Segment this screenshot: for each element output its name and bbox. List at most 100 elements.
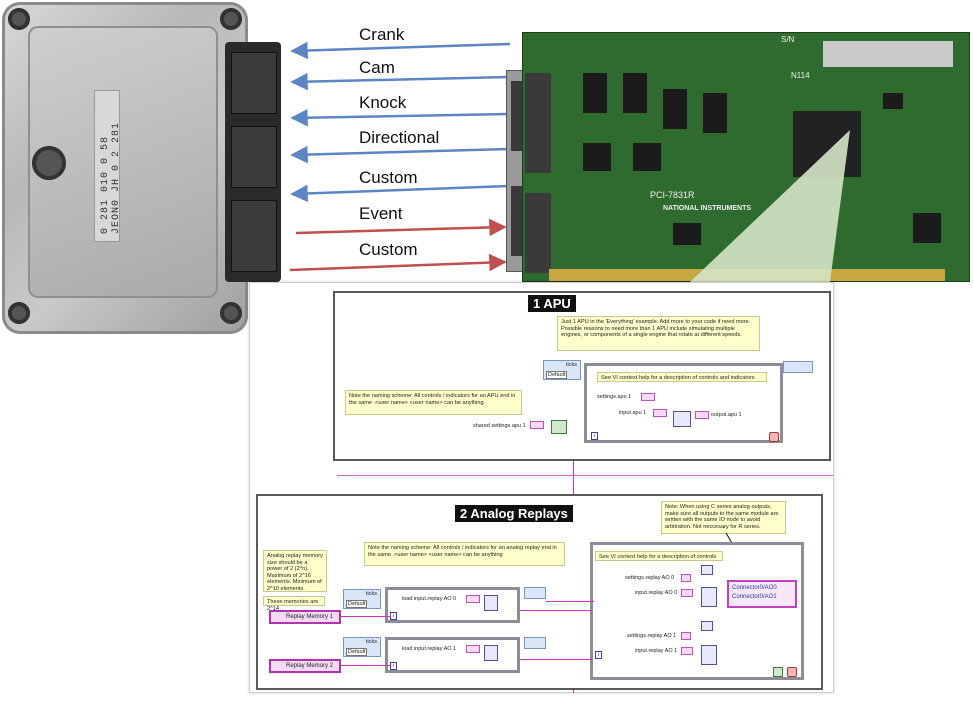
replay-settings-terminal-0: [681, 574, 691, 582]
apu-note-top: Just 1 APU in the 'Everything' example. …: [557, 316, 760, 351]
ic-chip: [623, 73, 647, 113]
replay-loop-tunnel-1: [524, 587, 546, 599]
replay-input-label-0: input.replay AO 0: [635, 590, 678, 596]
ic-chip: [633, 143, 661, 171]
apu-loop-index: i: [591, 432, 599, 440]
ic-chip: [583, 143, 611, 171]
replay-true-constant: [773, 667, 783, 677]
apu-stop-icon: [769, 432, 779, 442]
replay-io-ao0: Connector0/AO0: [732, 585, 777, 591]
replay-loop-index-1: i: [390, 612, 398, 620]
ecu-connector: [225, 42, 281, 282]
replay-ticks-dropdown-1[interactable]: Default: [346, 600, 368, 608]
replay-load-terminal-2: [466, 645, 480, 653]
replay-note-c-series: Note: When using C series analog outputs…: [661, 501, 786, 534]
replay-io-node: Connector0/AO0 Connector0/AO1: [727, 580, 797, 608]
ecu-corner-hole: [220, 302, 242, 324]
replay-wire: [341, 665, 391, 666]
arrow-custom-out: [289, 253, 507, 272]
signal-label-directional: Directional: [359, 128, 440, 147]
replay-note-size: These memories are 2^14: [263, 596, 325, 612]
ic-chip: [703, 93, 727, 133]
shared-wire: [337, 475, 833, 476]
block-diagram: 1 APU Just 1 APU in the 'Everything' exa…: [249, 282, 834, 693]
ecu-housing: 0 281 010 0 58 JEON0 JH 0 2 281: [2, 2, 248, 334]
replay-main-loop-index: i: [595, 651, 603, 659]
ecu-corner-hole: [8, 8, 30, 30]
replay-memory-1: Replay Memory 1: [269, 610, 341, 624]
apu-ticks-dropdown[interactable]: Default: [546, 371, 568, 379]
apu-output-label: output.apu 1: [711, 412, 742, 418]
card-connector: [525, 193, 551, 273]
signal-label-crank: Crank: [359, 25, 405, 44]
card-serial-tag: S/N: [781, 35, 795, 44]
replay-main-loop: See VI context help for a description of…: [590, 542, 804, 680]
card-model: PCI-7831R: [650, 190, 695, 200]
replay-memory-write-2: [484, 645, 498, 661]
apu-feedback-node: [551, 420, 567, 434]
replay-settings-label-1: settings.replay AO 1: [627, 633, 677, 639]
apu-loop-note: See VI context help for a description of…: [597, 372, 767, 382]
signal-label-custom-out: Custom: [359, 240, 418, 259]
replay-input-terminal-0: [681, 589, 693, 597]
replay-loop-index-2: i: [390, 662, 398, 670]
replay-loop-tunnel-2: [524, 637, 546, 649]
replay-loop-1: load input.replay AO 0 i: [385, 587, 520, 623]
replay-input-label-1: input.replay AO 1: [635, 648, 678, 654]
replay-section-title: 2 Analog Replays: [455, 505, 573, 522]
arrow-custom-in: [290, 184, 511, 203]
ecu-mount-hole: [32, 146, 66, 180]
apu-shared-settings-terminal: [530, 421, 544, 429]
signal-label-custom-in: Custom: [359, 168, 418, 187]
replay-note-naming: Note the naming scheme: All controls / i…: [364, 542, 565, 566]
replay-memory-write-1: [484, 595, 498, 611]
ecu-label-plate: [94, 90, 120, 242]
ecu-corner-hole: [8, 302, 30, 324]
replay-ticks-dropdown-2[interactable]: Default: [346, 648, 368, 656]
arrow-event: [295, 218, 507, 237]
ic-chip: [883, 93, 903, 109]
apu-function-node: [673, 411, 691, 427]
replay-ticks-control-1: ticks Default: [343, 589, 381, 609]
replay-load-label-1: load input.replay AO 0: [402, 596, 457, 602]
replay-loop-2: load input.replay AO 1 i: [385, 637, 520, 673]
replay-load-label-2: load input.replay AO 1: [402, 646, 457, 652]
ecu-corner-hole: [220, 8, 242, 30]
apu-section-title: 1 APU: [528, 295, 576, 312]
replay-loop-note: See VI context help for a description of…: [595, 551, 723, 561]
replay-stop-icon: [787, 667, 797, 677]
replay-wire: [520, 659, 592, 660]
apu-loop-tunnel: [783, 361, 813, 373]
arrow-knock: [290, 108, 511, 127]
replay-constant-0: [701, 565, 713, 575]
replay-ticks-control-2: ticks Default: [343, 637, 381, 657]
replay-wire: [546, 601, 594, 602]
replay-note-memory: Analog replay memory size should be a po…: [263, 550, 327, 592]
apu-settings-terminal: [641, 393, 655, 401]
arrow-cam: [290, 72, 511, 91]
arrow-directional: [290, 145, 511, 164]
replay-settings-label-0: settings.replay AO 0: [625, 575, 675, 581]
card-part-tag: N114: [791, 71, 810, 80]
apu-timed-loop: See VI context help for a description of…: [584, 363, 783, 443]
apu-input-terminal: [653, 409, 667, 417]
apu-input-label: input.apu 1: [619, 410, 647, 416]
card-connector: [525, 73, 551, 173]
replay-wire: [341, 616, 391, 617]
apu-output-terminal: [695, 411, 709, 419]
arrow-crank: [290, 41, 511, 60]
apu-settings-label: settings.apu 1: [597, 394, 632, 400]
ic-chip: [673, 223, 701, 245]
replay-constant-1: [701, 621, 713, 631]
card-header-connector: [823, 41, 953, 67]
replay-node-0: [701, 587, 717, 607]
ic-chip: [583, 73, 607, 113]
ic-chip: [913, 213, 941, 243]
replay-settings-terminal-1: [681, 632, 691, 640]
apu-note-naming: Note the naming scheme: All controls / i…: [345, 390, 522, 415]
zoom-wedge: [690, 130, 850, 282]
signal-label-event: Event: [359, 204, 403, 223]
signal-arrows: [289, 41, 511, 272]
signal-label-knock: Knock: [359, 93, 407, 112]
apu-shared-settings-label: shared settings.apu 1: [473, 423, 526, 429]
